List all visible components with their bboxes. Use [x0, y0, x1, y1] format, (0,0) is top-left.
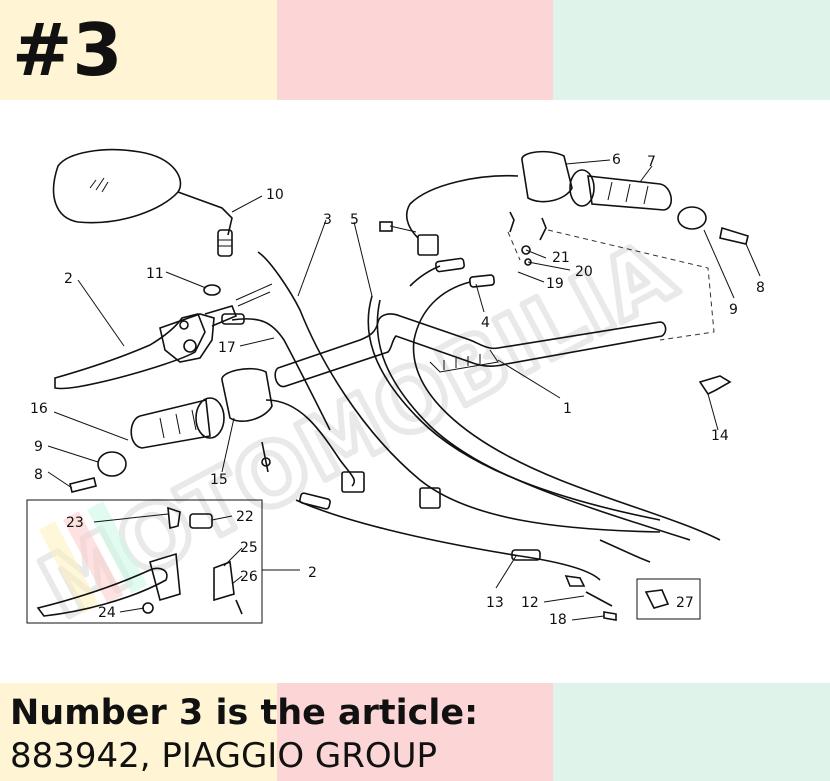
watermark-stripe-pink	[62, 511, 124, 604]
part-bracket	[698, 375, 732, 396]
part-left-switch-and-grip	[69, 367, 273, 493]
header-band-pink	[277, 0, 553, 100]
callout-8-right: 8	[756, 280, 765, 296]
callout-7: 7	[647, 154, 656, 170]
caption-band-yellow	[0, 683, 277, 781]
caption-band-pink	[277, 683, 553, 781]
page-title: #3	[12, 8, 123, 92]
callout-22: 22	[236, 509, 254, 525]
callout-3: 3	[323, 212, 332, 228]
callout-12: 12	[521, 595, 539, 611]
part-connector-c	[417, 234, 439, 256]
caption-part-number: 883942, PIAGGIO GROUP	[10, 736, 438, 776]
header-band-yellow	[0, 0, 277, 100]
callout-9-right: 9	[729, 302, 738, 318]
caption-article-line: Number 3 is the article:	[10, 693, 479, 733]
part-end-cap	[603, 611, 617, 621]
callout-16: 16	[30, 401, 48, 417]
callout-23: 23	[66, 515, 84, 531]
callout-9-left: 9	[34, 439, 43, 455]
inset-box-27	[636, 578, 701, 620]
part-handlebar	[274, 313, 667, 388]
callout-27: 27	[676, 595, 694, 611]
callout-20: 20	[575, 264, 593, 280]
callout-5: 5	[350, 212, 359, 228]
part-washer	[203, 284, 221, 296]
callout-10: 10	[266, 187, 284, 203]
callout-18: 18	[549, 612, 567, 628]
inset-box	[26, 499, 263, 624]
callout-2-lever: 2	[64, 271, 73, 287]
callout-26: 26	[240, 569, 258, 585]
part-connector-b	[419, 487, 441, 509]
part-switch-wire	[405, 174, 519, 239]
callout-8-left: 8	[34, 467, 43, 483]
caption-band-mint	[553, 683, 830, 781]
callout-labels: 1 2 2 3 4 5 6 7 8 8 9 9 10 11 12 13 14 1…	[30, 152, 765, 628]
part-cables	[221, 251, 721, 581]
part-clutch-lever	[54, 283, 273, 390]
callout-4: 4	[481, 315, 490, 331]
callout-19: 19	[546, 276, 564, 292]
part-adjuster	[564, 575, 586, 587]
callout-11: 11	[146, 266, 164, 282]
part-throttle-assembly	[507, 150, 749, 341]
part-mirror	[52, 148, 233, 257]
exploded-parts-diagram: MOTOMOBILIA	[22, 148, 765, 642]
watermark-stripe-mint	[86, 501, 148, 594]
leader-lines	[47, 159, 761, 621]
callout-25: 25	[240, 540, 258, 556]
callout-2-inset: 2	[308, 565, 317, 581]
callout-24: 24	[98, 605, 116, 621]
callout-14: 14	[711, 428, 729, 444]
part-spring	[585, 591, 613, 607]
part-connector-a	[341, 471, 365, 493]
watermark-stripe-yellow	[38, 521, 100, 614]
header-band	[0, 0, 830, 100]
watermark: MOTOMOBILIA	[22, 218, 693, 641]
header-band-mint	[553, 0, 830, 100]
caption-band	[0, 683, 830, 781]
callout-1: 1	[563, 401, 572, 417]
callout-15: 15	[210, 472, 228, 488]
callout-17: 17	[218, 340, 236, 356]
callout-13: 13	[486, 595, 504, 611]
callout-6: 6	[612, 152, 621, 168]
callout-21: 21	[552, 250, 570, 266]
